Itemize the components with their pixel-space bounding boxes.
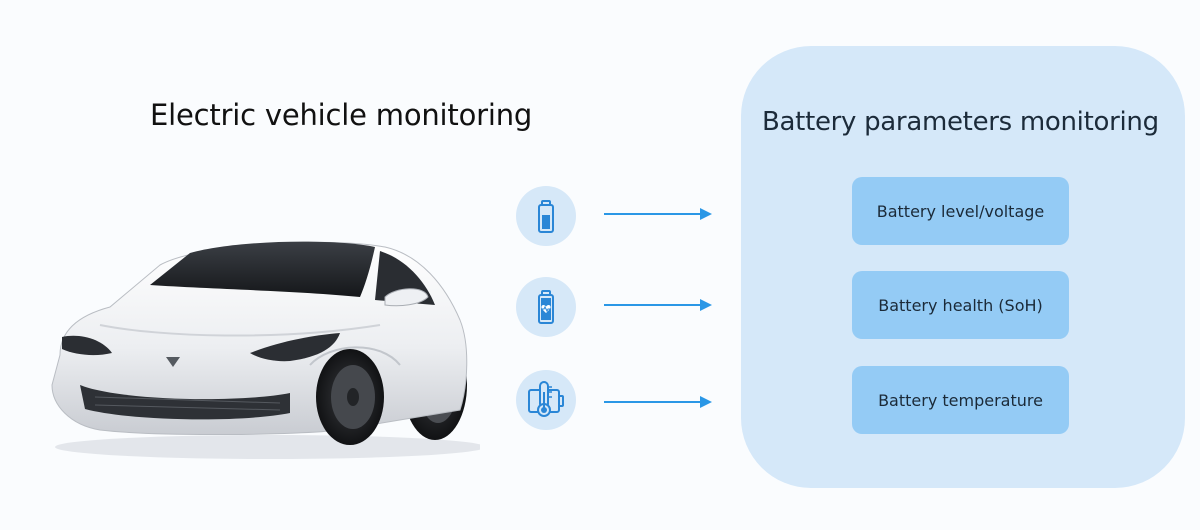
param-battery-health: Battery health (SoH) — [852, 271, 1069, 339]
param-battery-level: Battery level/voltage — [852, 177, 1069, 245]
arrow-right-icon — [604, 299, 712, 311]
vehicle-monitoring-title: Electric vehicle monitoring — [150, 98, 533, 132]
param-battery-temperature: Battery temperature — [852, 366, 1069, 434]
arrow-right-icon — [604, 208, 712, 220]
arrow-right-icon — [604, 396, 712, 408]
battery-level-icon — [516, 186, 576, 246]
battery-temperature-icon — [516, 370, 576, 430]
battery-health-icon — [516, 277, 576, 337]
battery-parameters-title: Battery parameters monitoring — [762, 107, 1159, 137]
electric-car-image — [51, 241, 480, 459]
